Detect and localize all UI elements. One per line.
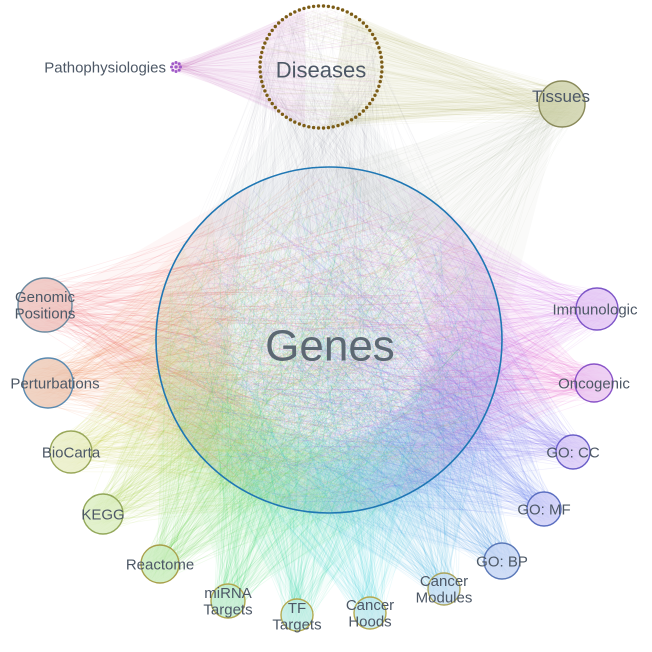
- node-immunologic[interactable]: [575, 287, 619, 331]
- glow-go_cc-genes: [357, 250, 573, 511]
- label-perturbations: Perturbations: [10, 375, 99, 392]
- edges-cancer_hoods-genes: [162, 181, 499, 628]
- node-genes[interactable]: [155, 166, 503, 514]
- edges-biocarta-genes: [53, 174, 490, 506]
- label-tissues: Tissues: [532, 87, 590, 106]
- node-cancer_modules[interactable]: [427, 572, 461, 606]
- edges-diseases-pathophysiologies: [170, 8, 380, 127]
- glow-cancer_modules-genes: [239, 367, 500, 589]
- node-diseases[interactable]: [258, 4, 384, 130]
- edge-glows: [45, 8, 597, 615]
- glow-oncogenic-genes: [401, 213, 594, 498]
- label-reactome: Reactome: [126, 556, 194, 573]
- node-oncogenic[interactable]: [574, 363, 614, 403]
- edges-genomic_positions-genes: [20, 177, 483, 505]
- label-pathophysiologies: Pathophysiologies: [44, 59, 166, 76]
- edges-kegg-genes: [84, 176, 497, 531]
- node-go_cc[interactable]: [555, 434, 591, 470]
- glow-perturbations-genes: [48, 212, 256, 497]
- genes-disk-tint: [156, 167, 502, 513]
- label-genes: Genes: [265, 321, 395, 370]
- labels: Genes Diseases PathophysiologiesTissuesGen…: [10, 58, 638, 634]
- node-tf_targets[interactable]: [280, 598, 314, 632]
- node-mirna_targets[interactable]: [210, 583, 246, 619]
- glow-kegg-genes: [103, 285, 340, 514]
- edges-reactome-genes: [142, 185, 483, 582]
- glow-cancer_hoods-genes: [201, 414, 486, 613]
- label-go_cc: GO: CC: [546, 444, 600, 461]
- edge-bundles: [20, 6, 617, 631]
- label-diseases: Diseases: [276, 58, 366, 83]
- edges-tf_targets-genes: [169, 181, 497, 631]
- nodes: [17, 4, 619, 632]
- edges-go_cc-genes: [161, 174, 589, 503]
- glow-reactome-genes: [156, 330, 386, 564]
- edges-immunologic-genes: [160, 176, 617, 492]
- label-go_mf: GO: MF: [517, 501, 570, 518]
- glow-biocarta-genes: [71, 247, 298, 511]
- label-oncogenic: Oncogenic: [558, 375, 630, 392]
- node-go_mf[interactable]: [526, 491, 562, 527]
- glow-go_bp-genes: [275, 327, 502, 561]
- edges-cancer_modules-genes: [162, 198, 498, 604]
- node-biocarta[interactable]: [49, 430, 93, 474]
- edges-tissues-genes: [170, 83, 582, 508]
- node-reactome[interactable]: [140, 544, 180, 584]
- edges-oncogenic-genes: [168, 178, 612, 509]
- label-go_bp: GO: BP: [476, 553, 528, 570]
- node-pathophysiologies[interactable]: [170, 61, 182, 73]
- node-cancer_hoods[interactable]: [353, 596, 387, 630]
- glow-mirna_targets-genes: [160, 378, 428, 601]
- glow-tf_targets-genes: [175, 419, 461, 615]
- glow-diseases-tissues: [327, 11, 562, 128]
- node-tissues[interactable]: [538, 80, 586, 128]
- glow-genomic_positions-genes: [45, 185, 251, 471]
- label-kegg: KEGG: [81, 506, 124, 523]
- label-immunologic: Immunologic: [552, 301, 638, 318]
- glow-go_mf-genes: [316, 287, 544, 513]
- edges-mirna_targets-genes: [169, 177, 488, 617]
- node-perturbations[interactable]: [22, 357, 74, 409]
- glow-tissues-genes: [327, 104, 562, 339]
- glow-diseases-pathophysiologies: [176, 8, 306, 126]
- node-genomic_positions[interactable]: [17, 277, 73, 333]
- edges-go_bp-genes: [162, 184, 518, 578]
- node-go_bp[interactable]: [483, 542, 521, 580]
- glow-immunologic-genes: [408, 186, 597, 472]
- label-biocarta: BioCarta: [42, 444, 101, 461]
- node-kegg[interactable]: [82, 493, 124, 535]
- edges-perturbations-genes: [24, 172, 485, 506]
